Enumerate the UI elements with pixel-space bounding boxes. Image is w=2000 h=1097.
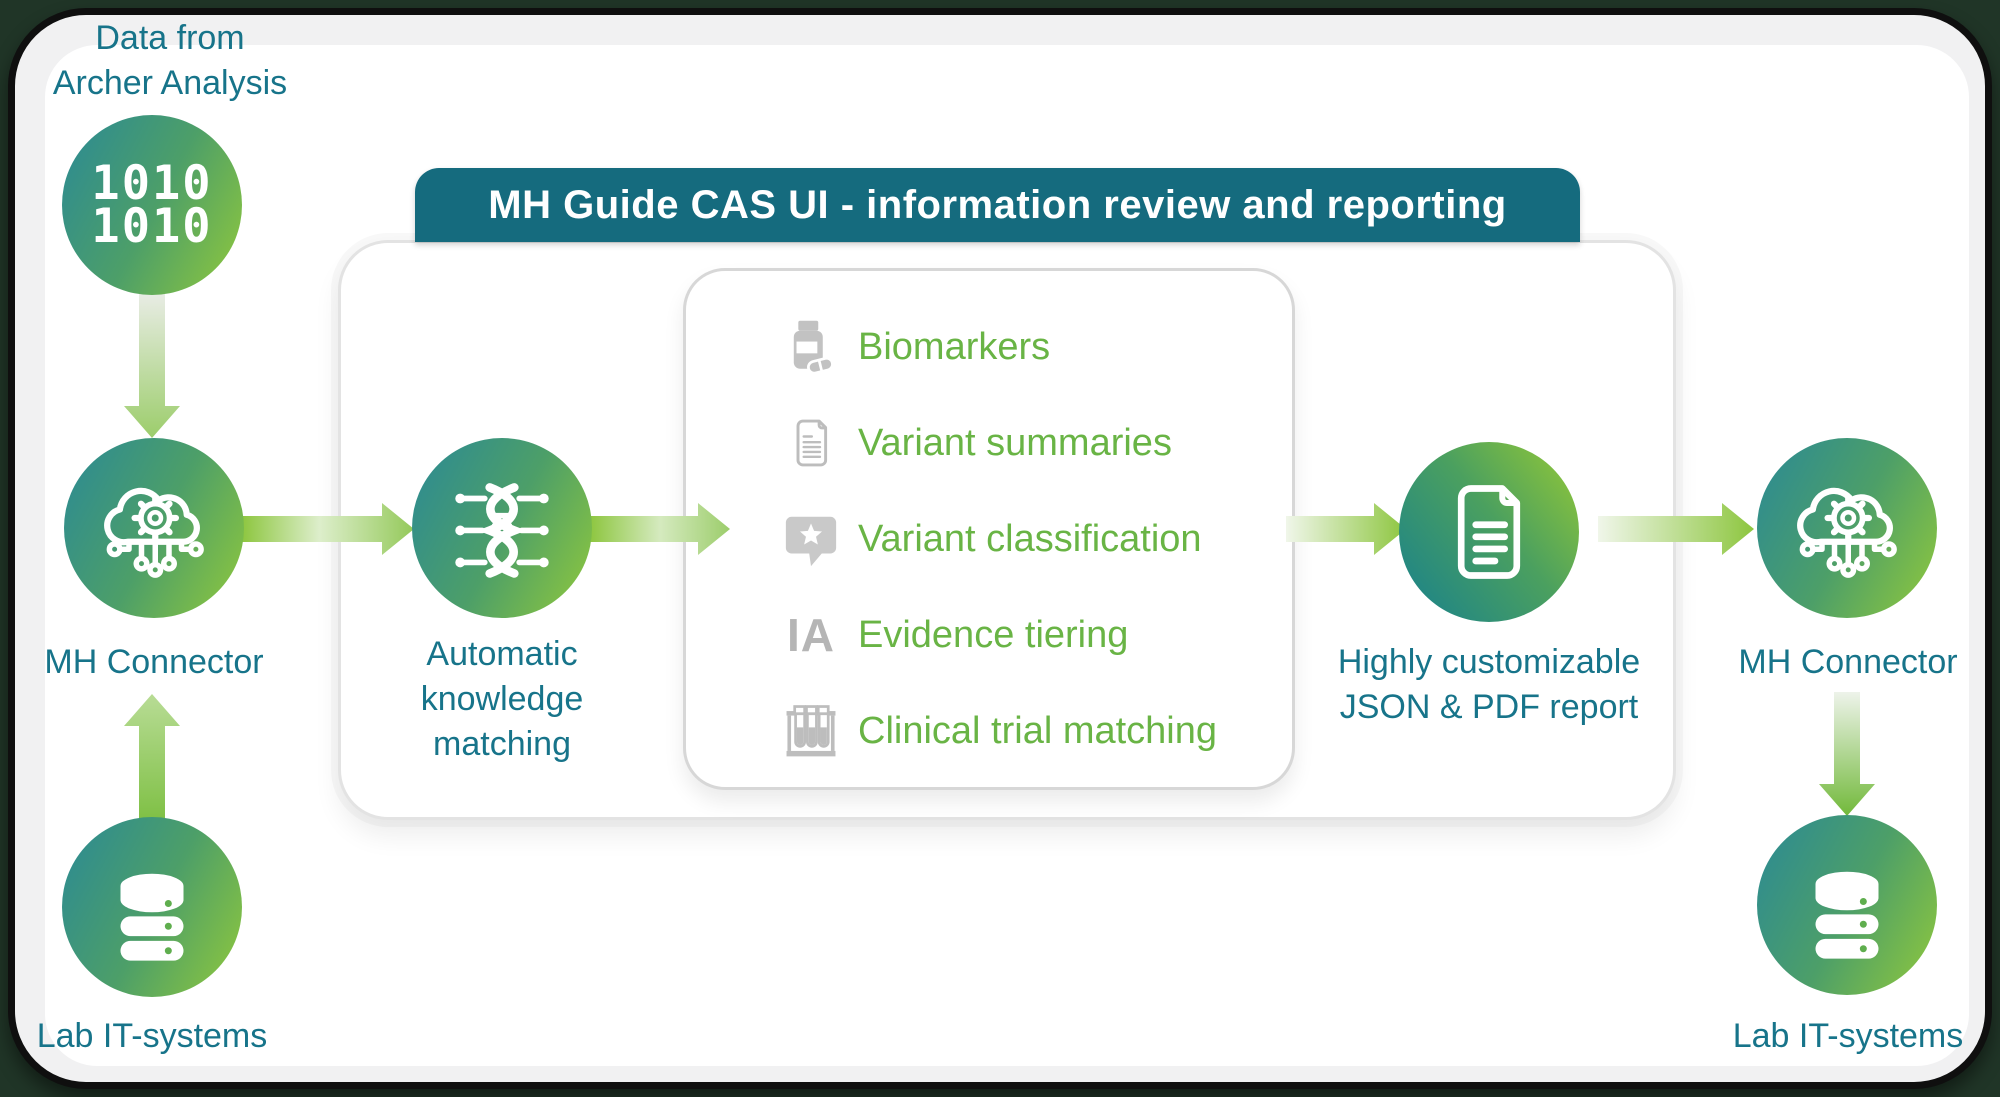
cloud-gear-icon <box>1797 487 1897 578</box>
cloud-gear-icon <box>104 487 204 578</box>
feature-label: Evidence tiering <box>858 613 1129 656</box>
feature-row-biomarkers: Biomarkers <box>772 299 1292 395</box>
feature-row-variant-summaries: Variant summaries <box>772 395 1292 491</box>
feature-row-clinical-trial: Clinical trial matching <box>772 683 1292 779</box>
mh-connector-right-label: MH Connector <box>1738 643 1958 681</box>
feature-label: Biomarkers <box>858 325 1051 368</box>
star-bubble-icon <box>772 510 850 568</box>
test-tubes-icon <box>772 702 850 760</box>
feature-row-evidence-tiering: IA Evidence tiering <box>772 587 1292 683</box>
lab-right-node <box>1757 815 1937 995</box>
mh-connector-right-node <box>1757 438 1937 618</box>
knowledge-matching-node <box>412 438 592 618</box>
features-list: Biomarkers Variant summaries <box>683 268 1295 790</box>
document-icon <box>772 414 850 472</box>
report-node <box>1399 442 1579 622</box>
archer-data-node: 1010 1010 <box>62 115 242 295</box>
report-document-icon <box>1457 485 1521 579</box>
database-icon <box>1815 871 1879 959</box>
report-label: Highly customizable JSON & PDF report <box>1337 643 1641 726</box>
ia-letters-icon: IA <box>787 609 835 661</box>
feature-label: Clinical trial matching <box>858 709 1218 752</box>
header-bar: MH Guide CAS UI - information review and… <box>415 168 1580 242</box>
database-icon <box>120 873 184 961</box>
page-title: MH Guide CAS UI - information review and… <box>488 182 1507 227</box>
knowledge-label: Automatic knowledge matching <box>420 635 584 763</box>
feature-label: Variant classification <box>858 517 1202 560</box>
archer-label: Data from Archer Analysis <box>52 19 288 102</box>
binary-data-icon: 1010 1010 <box>91 155 213 254</box>
lab-right-label: Lab IT-systems <box>1732 1017 1964 1055</box>
feature-row-variant-classification: Variant classification <box>772 491 1292 587</box>
pill-bottle-icon <box>772 316 850 378</box>
lab-left-label: Lab IT-systems <box>36 1017 268 1055</box>
feature-label: Variant summaries <box>858 421 1172 464</box>
mh-connector-left-label: MH Connector <box>44 643 264 681</box>
mh-connector-left-node <box>64 438 244 618</box>
dna-icon <box>455 483 549 578</box>
lab-left-node <box>62 817 242 997</box>
